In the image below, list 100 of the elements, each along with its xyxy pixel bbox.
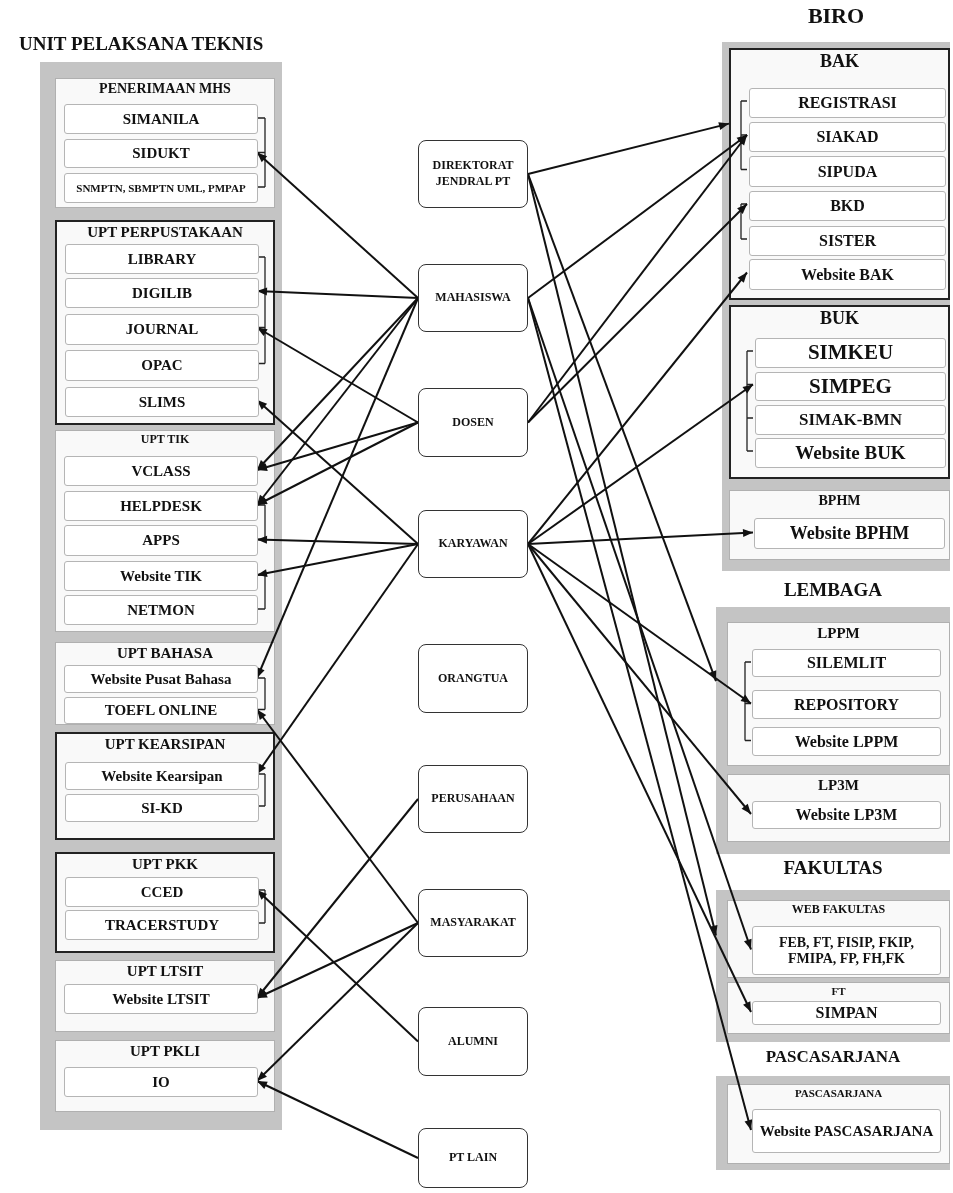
system-box: Website BAK <box>749 259 946 290</box>
group-panel <box>55 78 275 208</box>
system-box: Website BPHM <box>754 518 945 549</box>
group-panel <box>729 490 950 560</box>
user-box: DOSEN <box>418 388 528 457</box>
arrow <box>527 271 748 545</box>
system-box: Website Pusat Bahasa <box>64 665 258 693</box>
arrow <box>256 543 419 775</box>
system-box: Website LTSIT <box>64 984 258 1014</box>
user-box: PERUSAHAAN <box>418 765 528 833</box>
user-box: DIREKTORAT JENDRAL PT <box>418 140 528 208</box>
section-heading: UPT PKK <box>132 856 198 873</box>
section-heading: UPT LTSIT <box>126 963 204 980</box>
arrow <box>527 543 752 815</box>
arrow <box>256 1080 419 1159</box>
system-box: SIMAK-BMN <box>755 405 946 435</box>
system-box: SIMANILA <box>64 104 258 134</box>
section-heading: UNIT PELAKSANA TEKNIS <box>19 34 264 55</box>
section-heading: PASCASARJANA <box>794 1087 883 1100</box>
arrow <box>527 134 748 424</box>
group-panel <box>55 1040 275 1112</box>
group-panel <box>729 305 950 479</box>
arrow <box>256 297 419 679</box>
system-box: Website Kearsipan <box>65 762 259 790</box>
section-heading: BAK <box>820 52 859 72</box>
section-heading: LEMBAGA <box>783 580 883 601</box>
section-heading: UPT TIK <box>140 433 190 447</box>
system-box: Website LPPM <box>752 727 941 756</box>
arrow <box>527 173 717 683</box>
group-panel <box>55 220 275 425</box>
user-box: MAHASISWA <box>418 264 528 332</box>
user-box: PT LAIN <box>418 1128 528 1188</box>
system-box: HELPDESK <box>64 491 258 521</box>
group-panel <box>55 852 275 953</box>
arrow <box>256 421 419 471</box>
user-box: ALUMNI <box>418 1007 528 1076</box>
system-box: SIMPEG <box>755 372 946 401</box>
arrow <box>527 529 754 545</box>
arrow <box>527 543 752 705</box>
user-box: KARYAWAN <box>418 510 528 578</box>
arrow <box>256 421 419 506</box>
system-box: APPS <box>64 525 258 556</box>
arrow <box>527 297 752 951</box>
group-panel <box>55 430 275 632</box>
group-panel <box>727 1084 950 1164</box>
system-box: IO <box>64 1067 258 1097</box>
arrow <box>527 543 752 1013</box>
group-panel <box>729 48 950 300</box>
system-box: SIMPAN <box>752 1001 941 1025</box>
arrow <box>256 922 419 1082</box>
system-box: SISTER <box>749 226 946 256</box>
system-box: SIPUDA <box>749 156 946 187</box>
system-box: SIDUKT <box>64 139 258 168</box>
group-panel <box>727 622 950 766</box>
arrow <box>256 922 419 999</box>
system-box: SIAKAD <box>749 122 946 152</box>
arrow <box>527 383 754 545</box>
arrow <box>527 203 748 424</box>
arrow <box>256 543 419 578</box>
arrow <box>256 889 419 1043</box>
arrow <box>256 287 419 299</box>
section-heading: BPHM <box>818 493 861 509</box>
arrow <box>527 134 748 299</box>
system-box: SI-KD <box>65 794 259 822</box>
arrow <box>527 297 753 1131</box>
system-box: DIGILIB <box>65 278 259 308</box>
arrow <box>256 399 419 545</box>
system-box: TOEFL ONLINE <box>64 697 258 724</box>
system-box: OPAC <box>65 350 259 381</box>
section-heading: LPPM <box>817 625 860 642</box>
section-heading: UPT PERPUSTAKAAN <box>87 224 243 241</box>
section-heading: UPT KEARSIPAN <box>104 736 226 753</box>
system-box: Website LP3M <box>752 801 941 829</box>
arrow <box>256 297 419 471</box>
section-heading: BIRO <box>807 4 865 29</box>
system-box: CCED <box>65 877 259 907</box>
section-heading: PENERIMAAN MHS <box>99 81 231 97</box>
system-box: BKD <box>749 191 946 221</box>
system-box: Website TIK <box>64 561 258 591</box>
group-panel <box>727 982 950 1034</box>
system-box: SNMPTN, SBMPTN UML, PMPAP <box>64 173 258 203</box>
system-box: REPOSITORY <box>752 690 941 719</box>
arrow <box>256 151 419 299</box>
group-panel <box>727 774 950 842</box>
group-panel <box>727 900 950 978</box>
system-box: SIMKEU <box>755 338 946 368</box>
system-box: LIBRARY <box>65 244 259 274</box>
system-box: REGISTRASI <box>749 88 946 118</box>
system-box: SILEMLIT <box>752 649 941 677</box>
arrow <box>256 708 419 924</box>
system-box: VCLASS <box>64 456 258 486</box>
section-heading: FAKULTAS <box>783 858 883 879</box>
arrow <box>256 297 419 506</box>
system-box: FEB, FT, FISIP, FKIP, FMIPA, FP, FH,FK <box>752 926 941 975</box>
group-panel <box>55 960 275 1032</box>
section-heading: WEB FAKULTAS <box>791 903 886 917</box>
system-box: TRACERSTUDY <box>65 910 259 940</box>
arrow <box>256 798 419 999</box>
arrow <box>527 122 730 175</box>
user-box: ORANGTUA <box>418 644 528 713</box>
